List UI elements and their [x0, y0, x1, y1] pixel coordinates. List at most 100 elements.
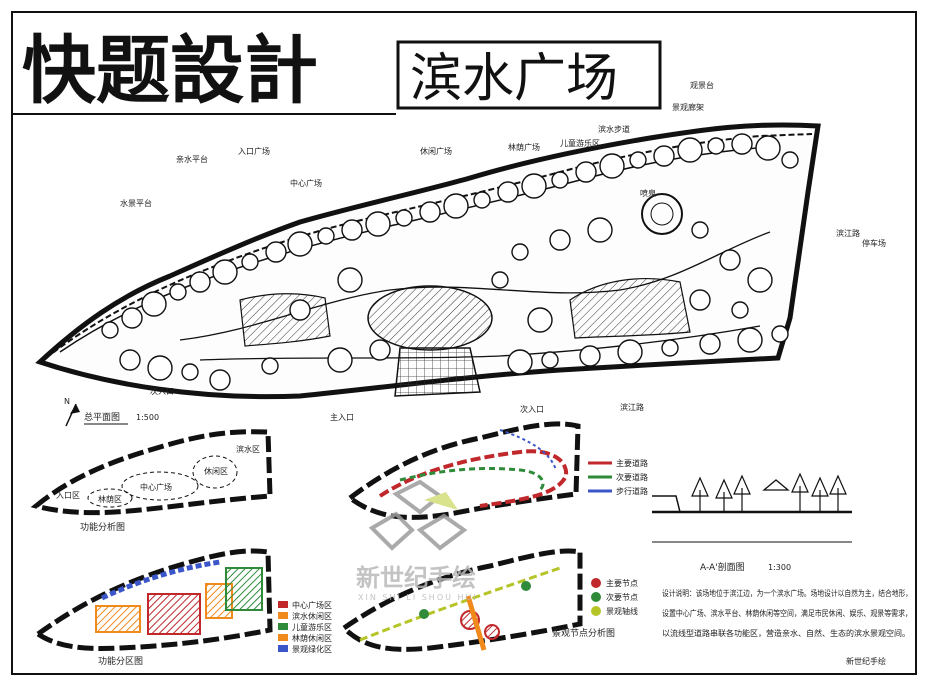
function-label: 滨水区 [236, 444, 260, 454]
section-caption: A-A'剖面图 [700, 561, 745, 573]
tree-canopy [261, 357, 279, 375]
node-axis [359, 566, 561, 642]
legend-swatch [278, 612, 288, 619]
tree-canopy [511, 243, 529, 261]
legend-swatch [278, 601, 288, 608]
tree-canopy [599, 153, 625, 179]
zone-forest [95, 605, 141, 633]
tree-canopy [541, 351, 559, 369]
tree-canopy [737, 327, 763, 353]
tree-canopy [169, 283, 187, 301]
site-plan-scale: 1:500 [136, 413, 159, 422]
fountain-inner [650, 202, 674, 226]
tree-canopy [181, 363, 199, 381]
legend-swatch [591, 606, 601, 616]
section-pavilion [762, 479, 790, 491]
function-label: 入口区 [56, 491, 80, 500]
plan-label: 入口广场 [238, 146, 270, 156]
tree-canopy [661, 339, 679, 357]
legend-swatch [278, 645, 288, 652]
plan-label: 观景台 [690, 80, 714, 90]
section-drawing: A-A'剖面图 1:300 [652, 472, 852, 573]
tree-canopy [731, 133, 753, 155]
tree-canopy [629, 151, 647, 169]
legend-label: 主要道路 [616, 458, 648, 468]
plan-label: 水景平台 [120, 198, 152, 208]
tree-canopy [747, 267, 773, 293]
north-label: N [64, 397, 70, 406]
traffic-main-route [378, 449, 569, 508]
function-label: 中心广场 [140, 482, 172, 492]
subtitle-box [396, 40, 662, 110]
legend-label: 中心广场区 [292, 600, 332, 610]
tree-canopy [147, 355, 173, 381]
node-secondary [419, 609, 429, 619]
function-label: 林荫区 [98, 494, 122, 504]
tree-canopy [691, 221, 709, 239]
note-line-2: 设置中心广场、滨水平台、林荫休闲等空间，满足市民休闲、娱乐、观景等需求， [662, 608, 912, 618]
traffic-secondary-route [399, 466, 545, 492]
plan-label: 滨江路 [620, 402, 644, 412]
sheet-subtitle: 滨水广场 [410, 49, 618, 109]
node-outline [340, 548, 583, 652]
secondary-path [199, 325, 761, 361]
tree-canopy [265, 241, 287, 263]
main-path [179, 231, 771, 341]
plan-label: 林荫广场 [508, 142, 540, 152]
tree-canopy [755, 135, 781, 161]
legend-label: 滨水休闲区 [292, 611, 332, 621]
tree-canopy [395, 209, 413, 227]
legend-label: 林荫休闲区 [292, 633, 332, 643]
plan-label: 儿童游乐区 [560, 138, 600, 148]
legend-swatch [278, 623, 288, 630]
legend-swatch [278, 634, 288, 641]
legend-label: 主要节点 [606, 578, 638, 588]
tree-canopy [497, 181, 519, 203]
node-main-2 [484, 624, 500, 640]
plan-label: 次入口 [520, 404, 544, 414]
section-tree [829, 474, 847, 512]
zone-waterfront [100, 559, 221, 601]
tree-canopy [289, 299, 311, 321]
central-plaza [367, 285, 493, 351]
tree-canopy [677, 137, 703, 163]
section-tree [811, 476, 829, 512]
tree-canopy [653, 145, 675, 167]
section-tree [791, 472, 809, 512]
tree-canopy [551, 171, 569, 189]
tree-canopy [287, 231, 313, 257]
tree-canopy [707, 137, 725, 155]
tree-canopy [527, 307, 553, 333]
section-water-edge [652, 495, 681, 513]
traffic-walk-route [499, 429, 557, 471]
site-plan-caption: 总平面图 [84, 411, 120, 423]
section-tree [715, 478, 733, 512]
function-zone-center [121, 471, 199, 501]
legend-label: 次要节点 [606, 592, 638, 602]
legend-label: 景观绿化区 [292, 644, 332, 654]
note-line-3: 以流线型道路串联各功能区，营造亲水、自然、生态的滨水景观空间。 [662, 628, 910, 638]
entrance-plaza [394, 347, 481, 397]
design-notes: 设计说明：该场地位于滨江边，为一个滨水广场。场地设计以自然为主，结合地形， 设置… [662, 588, 912, 666]
tree-canopy [209, 369, 231, 391]
plan-label-group: 水景平台亲水平台入口广场中心广场休闲广场林荫广场儿童游乐区滨水步道观景台停车场景… [120, 80, 886, 422]
legend-label: 步行道路 [616, 486, 648, 496]
tree-canopy [491, 271, 509, 289]
tree-canopy [549, 229, 571, 251]
node-caption: 景观节点分析图 [552, 627, 615, 639]
legend-label: 景观轴线 [606, 606, 638, 616]
function-label: 休闲区 [204, 466, 228, 476]
tree-canopy [699, 333, 721, 355]
plan-label: 景观廊架 [672, 102, 704, 112]
plan-label: 中心广场 [290, 178, 322, 188]
tree-canopy [369, 339, 391, 361]
plan-label: 次入口 [150, 386, 174, 396]
tree-canopy [317, 227, 335, 245]
tree-canopy [419, 201, 441, 223]
